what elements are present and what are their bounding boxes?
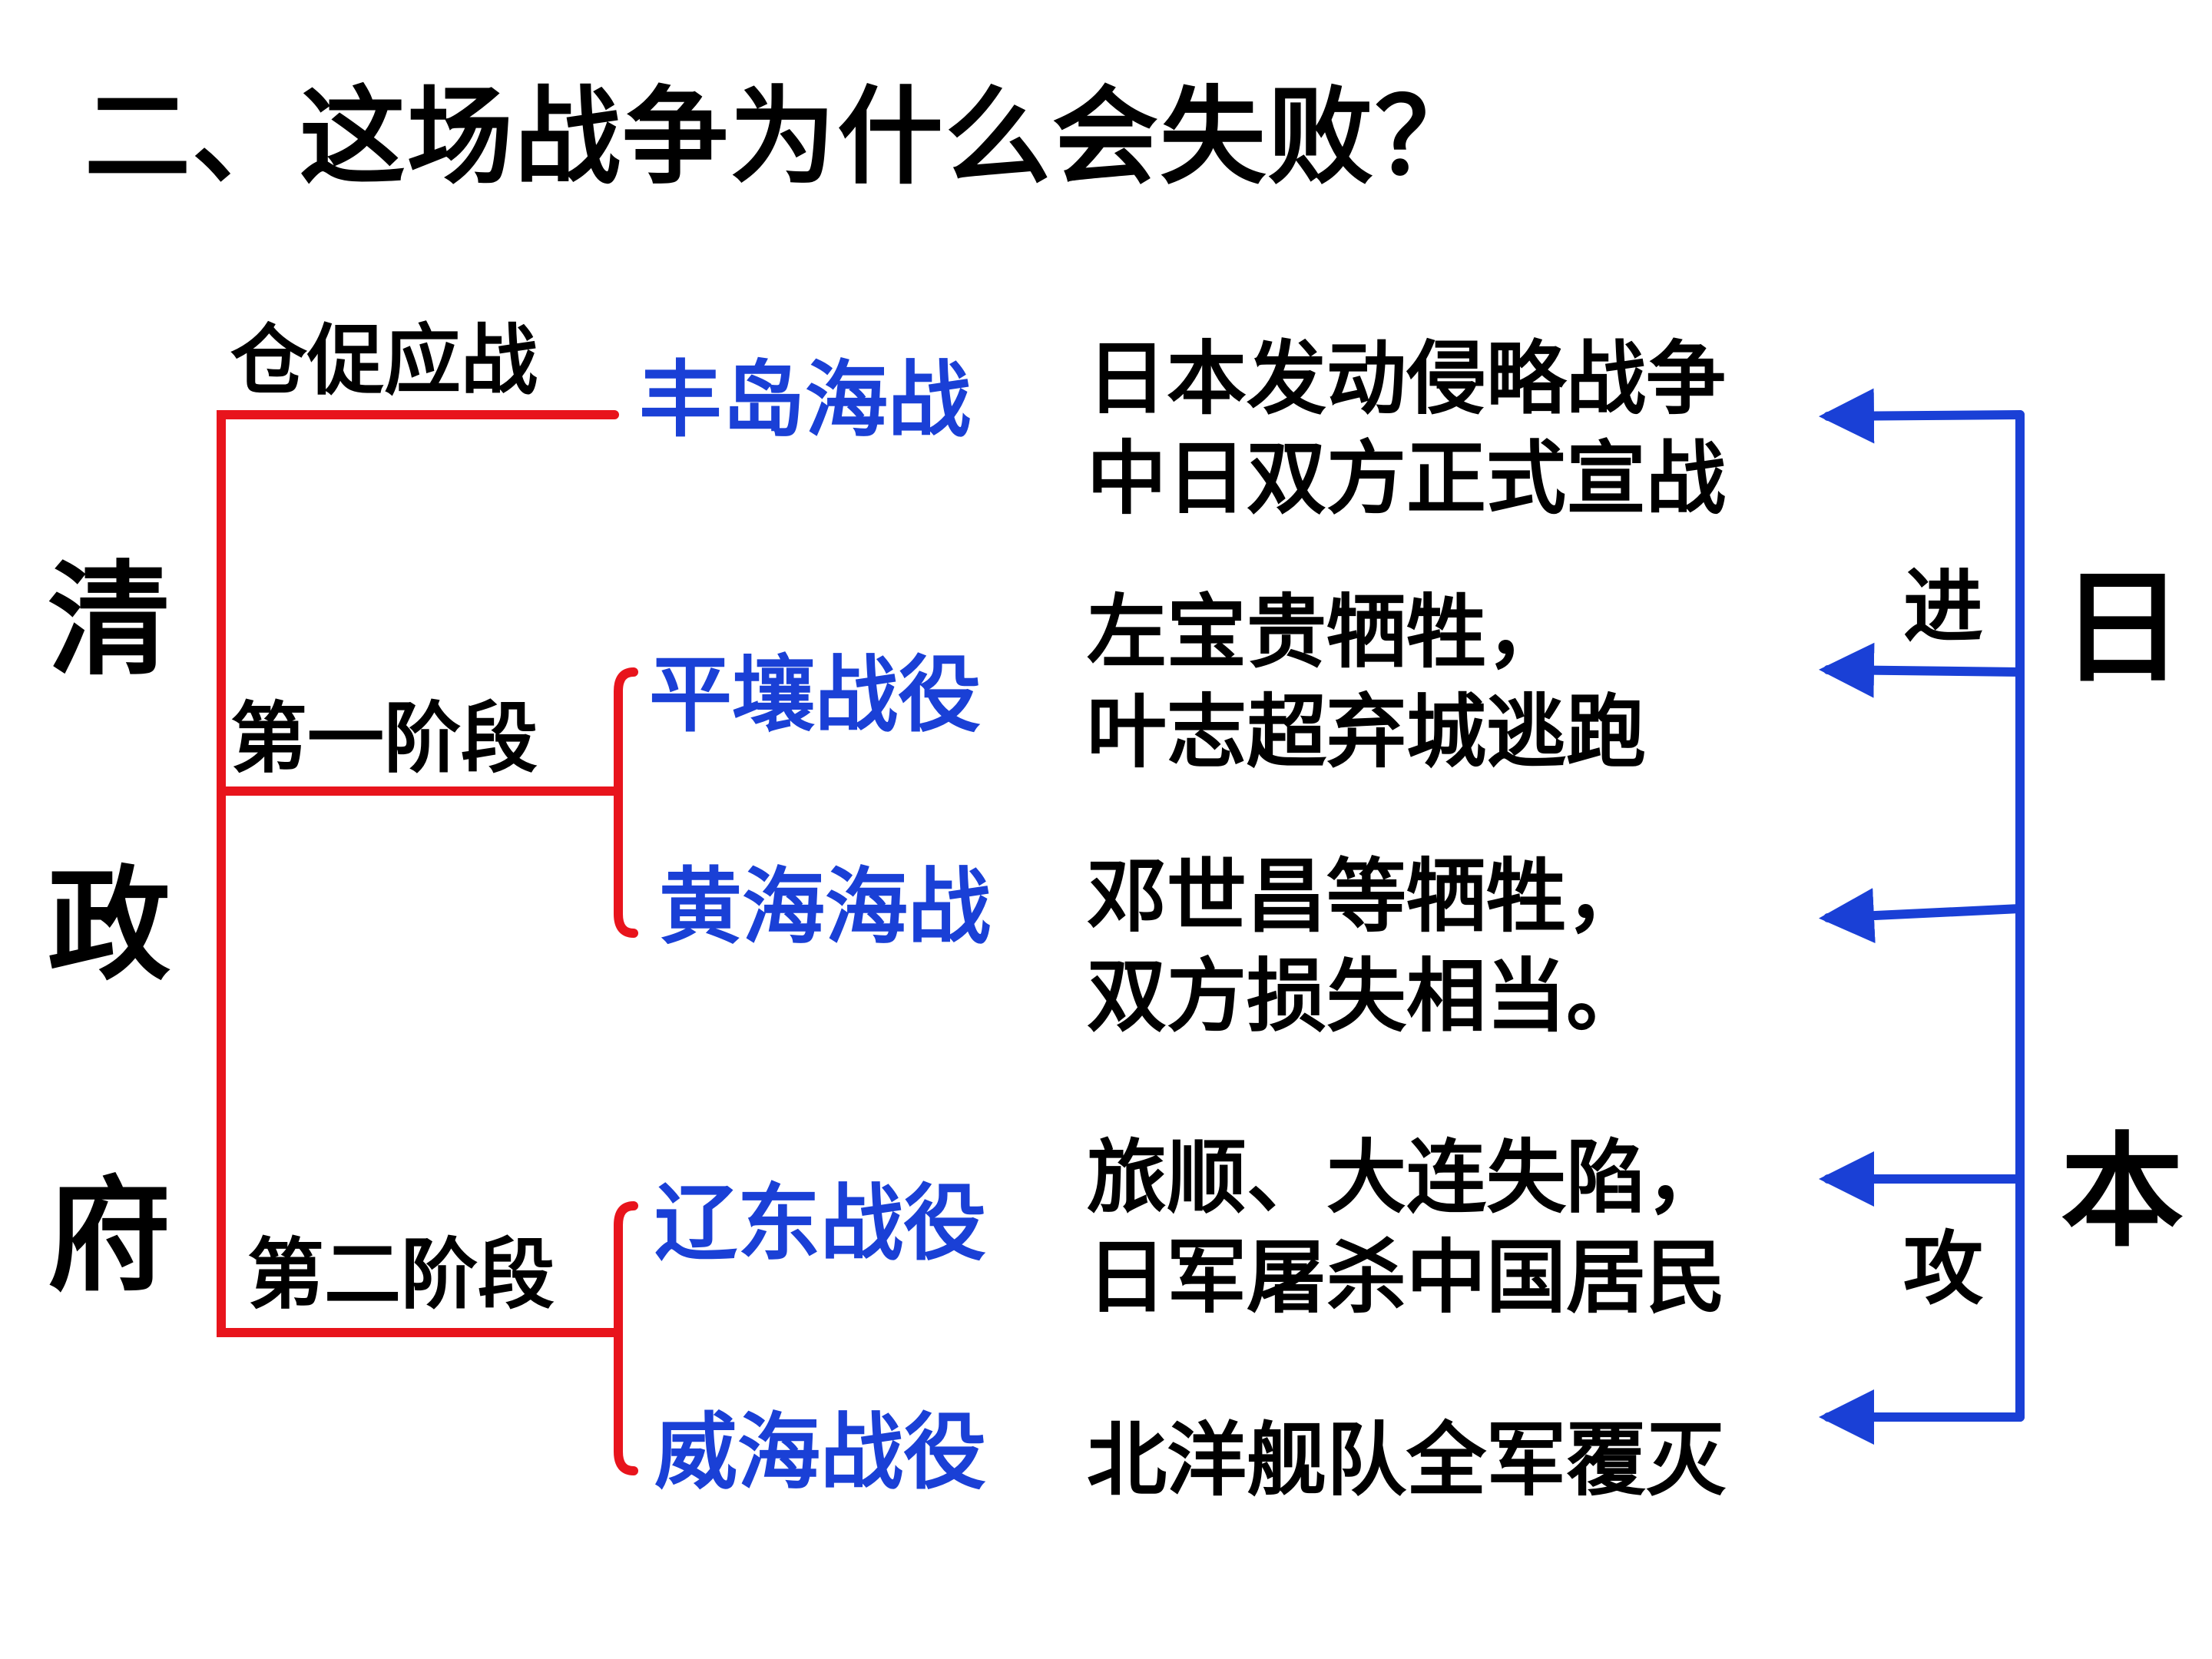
battle-huanghai: 黄海海战 — [659, 859, 992, 955]
qing-char-2: 政 — [48, 853, 171, 997]
event-line: 旅顺、大连失陷， — [1087, 1131, 1727, 1224]
arrow-to-huanghai — [1819, 888, 2025, 944]
event-line: 北洋舰队全军覆灭 — [1087, 1413, 1727, 1507]
event-weihai: 北洋舰队全军覆灭 — [1087, 1410, 1726, 1510]
stage-one-label: 第一阶段 — [230, 694, 538, 783]
battle-fengdao: 丰岛海战 — [639, 353, 972, 449]
japan-char-2: 本 — [2061, 1120, 2184, 1263]
event-line: 中日双方正式宣战 — [1087, 432, 1727, 525]
event-fengdao: 日本发动侵略战争 中日双方正式宣战 — [1087, 329, 1726, 528]
event-line: 左宝贵牺牲， — [1087, 585, 1567, 679]
event-line: 日本发动侵略战争 — [1087, 332, 1727, 426]
stage-two-sub-bracket — [614, 1201, 638, 1475]
event-pingrang: 左宝贵牺牲， 叶志超弃城逃跑 — [1087, 582, 1646, 782]
stage-two-label: 第二阶段 — [247, 1230, 555, 1320]
event-liaodong: 旅顺、大连失陷， 日军屠杀中国居民 — [1087, 1128, 1726, 1327]
qing-main-bracket — [217, 410, 619, 1337]
event-huanghai: 邓世昌等牺牲， 双方损失相当。 — [1087, 846, 1646, 1046]
page-title: 二、这场战争为什么会失败？ — [84, 75, 1483, 199]
arrow-to-pingrang — [1819, 642, 2025, 698]
stage-one-sub-bracket — [614, 667, 638, 938]
qing-bracket — [217, 410, 638, 1475]
event-line: 邓世昌等牺牲， — [1087, 849, 1647, 943]
qing-char-3: 府 — [48, 1164, 171, 1308]
battle-weihai: 威海战役 — [654, 1405, 987, 1501]
battle-pingrang: 平壤战役 — [649, 647, 982, 743]
japan-char-1: 日 — [2061, 556, 2184, 700]
qing-char-1: 清 — [48, 548, 171, 692]
event-line: 叶志超弃城逃跑 — [1087, 685, 1647, 779]
attack-char-1: 进 — [1903, 560, 1984, 654]
event-line: 双方损失相当。 — [1087, 949, 1647, 1043]
arrow-to-fengdao — [1819, 388, 2025, 444]
attack-char-2: 攻 — [1903, 1222, 1984, 1316]
event-line: 日军屠杀中国居民 — [1087, 1230, 1727, 1324]
hasty-response-label: 仓促应战 — [230, 316, 538, 406]
japan-bracket — [1819, 388, 2025, 1445]
battle-liaodong: 辽东战役 — [654, 1176, 987, 1272]
